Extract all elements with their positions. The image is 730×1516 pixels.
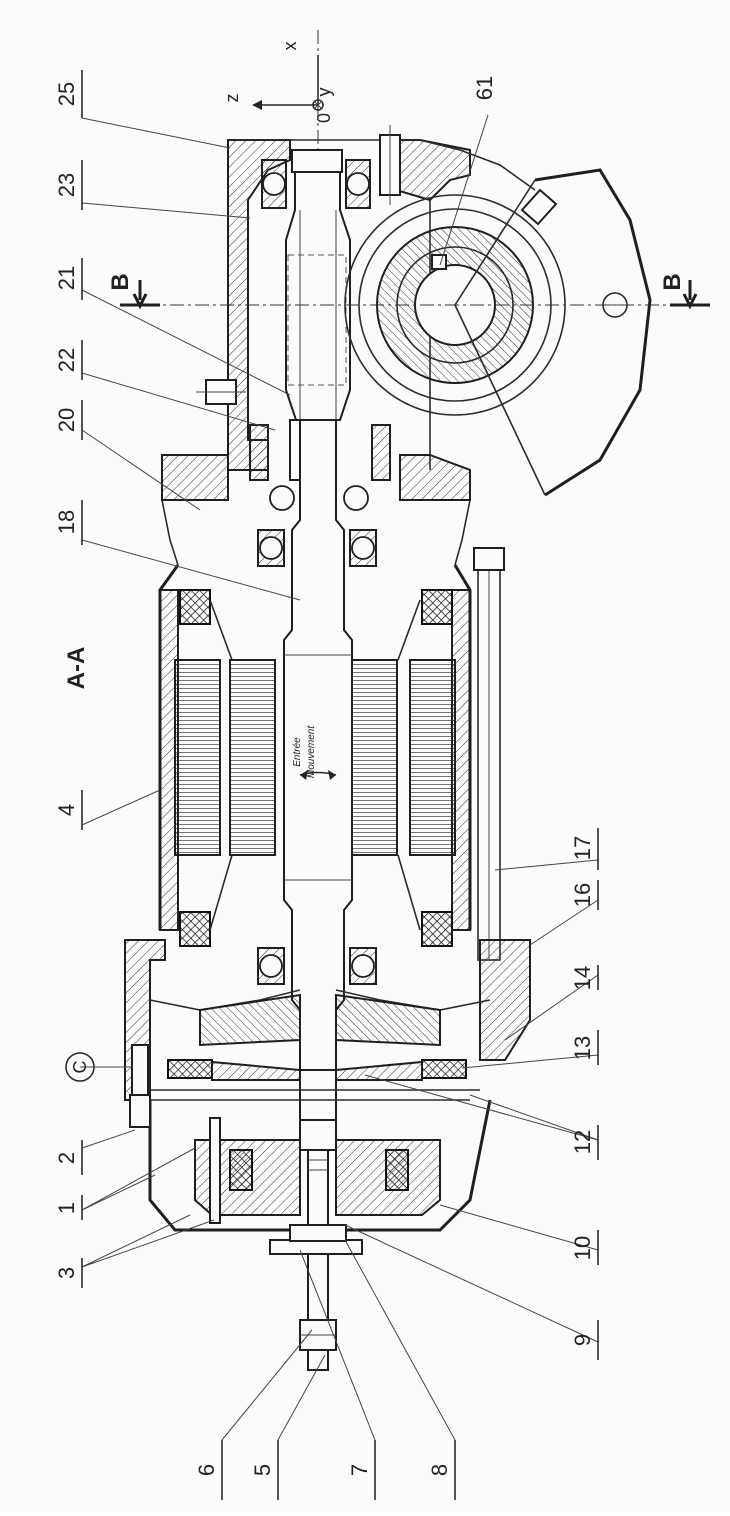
worm-shaft bbox=[285, 171, 351, 421]
part-number-9: 9 bbox=[570, 1334, 595, 1346]
part-number-16: 16 bbox=[570, 883, 595, 907]
motor-bearings bbox=[257, 529, 377, 985]
part-number-14: 14 bbox=[570, 966, 595, 990]
callout-circle bbox=[65, 1052, 95, 1082]
axes-symbol bbox=[252, 55, 324, 111]
part-number-5: 5 bbox=[250, 1464, 275, 1476]
part-number-13: 13 bbox=[570, 1036, 595, 1060]
annotation-entree: Entrée bbox=[292, 737, 303, 767]
part-number-10: 10 bbox=[570, 1236, 595, 1260]
part-number-4: 4 bbox=[54, 804, 79, 816]
axis-label-x: x bbox=[280, 42, 300, 51]
section-marker-right: B bbox=[659, 273, 686, 290]
section-line-b bbox=[120, 280, 710, 310]
rotation-arrow bbox=[299, 770, 337, 780]
part-number-61: 61 bbox=[472, 76, 497, 100]
axis-label-z: z bbox=[222, 94, 242, 103]
part-number-23: 23 bbox=[54, 173, 79, 197]
part-number-8: 8 bbox=[427, 1464, 452, 1476]
brake-assembly bbox=[140, 1059, 480, 1121]
leader-lines bbox=[80, 114, 599, 1441]
brake-coil-housing bbox=[129, 1044, 492, 1232]
lower-end-bell bbox=[124, 939, 531, 1101]
part-number-18: 18 bbox=[54, 510, 79, 534]
gearbox-housing bbox=[161, 139, 536, 566]
part-number-17: 17 bbox=[570, 836, 595, 860]
part-number-1: 1 bbox=[54, 1202, 79, 1214]
top-bearing bbox=[261, 125, 401, 209]
axis-origin: 0 bbox=[314, 113, 334, 123]
part-number-2: 2 bbox=[54, 1152, 79, 1164]
part-number-6: 6 bbox=[194, 1464, 219, 1476]
part-number-7: 7 bbox=[347, 1464, 372, 1476]
section-marker-left: B bbox=[107, 273, 134, 290]
part-number-20: 20 bbox=[54, 408, 79, 432]
part-number-12: 12 bbox=[570, 1130, 595, 1154]
part-number-21: 21 bbox=[54, 266, 79, 290]
annotation-mouvement: Mouvement bbox=[306, 725, 317, 778]
section-label: A-A bbox=[63, 647, 90, 690]
part-number-22: 22 bbox=[54, 348, 79, 372]
part-number-3: 3 bbox=[54, 1267, 79, 1279]
part-number-25: 25 bbox=[54, 82, 79, 106]
output-stud bbox=[269, 1149, 363, 1371]
axis-label-y: y bbox=[314, 88, 334, 97]
reference-bars bbox=[81, 70, 599, 1500]
callout-letter: C bbox=[70, 1061, 90, 1074]
